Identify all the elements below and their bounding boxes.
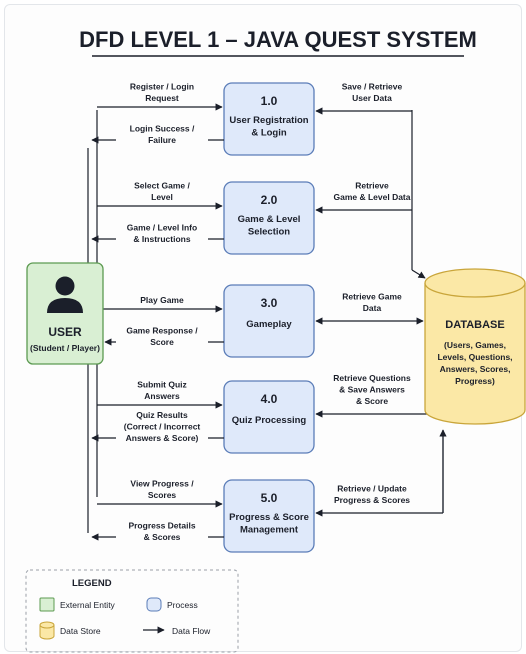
diagram-title: DFD LEVEL 1 – JAVA QUEST SYSTEM: [79, 27, 477, 52]
process-3-number: 3.0: [261, 296, 278, 310]
flow-label-db-process-3: Retrieve Game: [342, 292, 402, 302]
user-label: USER: [48, 325, 82, 339]
flow-label-user-to-process-5: Scores: [148, 490, 177, 500]
database-store: DATABASE (Users, Games, Levels, Question…: [424, 268, 526, 425]
database-line: Levels, Questions,: [437, 352, 512, 362]
flow-label-db-process-4: Retrieve Questions: [333, 373, 411, 383]
flow-label-user-to-process-4: Submit Quiz: [137, 380, 187, 390]
flow-label-backing: [116, 121, 208, 146]
flow-label-process-4-to-user: Quiz Results: [136, 410, 188, 420]
flow-label-db-process-2: Retrieve: [355, 181, 389, 191]
flow-label-user-to-process-1: Register / Login: [130, 82, 194, 92]
process-3-name: Gameplay: [246, 319, 292, 330]
flow-label-db-process-3: Data: [363, 303, 382, 313]
process-1-name: User Registration: [229, 115, 308, 126]
legend-data-store-label: Data Store: [60, 626, 101, 636]
flow-label-process-3-to-user: Game Response /: [126, 326, 198, 336]
flow-label-user-to-process-2: Select Game /: [134, 181, 190, 191]
database-line: Answers, Scores,: [440, 364, 511, 374]
process-5-box: [223, 479, 315, 553]
flow-label-db-process-4: & Save Answers: [339, 385, 405, 395]
process-2-box: [223, 181, 315, 255]
flow-label-process-5-to-user: Progress Details: [128, 521, 195, 531]
process-2-name: Game & Level: [238, 214, 301, 225]
flow-label-user-to-process-4: Answers: [144, 391, 180, 401]
flow-label-db-process-5: Progress & Scores: [334, 495, 410, 505]
process-1-box: [223, 82, 315, 156]
flow-label-db-process-1: User Data: [352, 93, 392, 103]
legend-data-store-swatch: [39, 621, 55, 640]
flow-label-db-process-2: Game & Level Data: [333, 192, 410, 202]
process-1-number: 1.0: [261, 94, 278, 108]
legend-process-label: Process: [167, 600, 198, 610]
legend-title: LEGEND: [72, 578, 112, 589]
process-5-name: Progress & Score: [229, 512, 309, 523]
flow-label-process-5-to-user: & Scores: [144, 532, 181, 542]
legend-data-flow-label: Data Flow: [172, 626, 211, 636]
user-sublabel: (Student / Player): [30, 343, 100, 353]
db-bus-upper-into-db: [411, 269, 426, 279]
flow-label-backing: [116, 407, 208, 444]
legend: LEGEND External Entity Process Data Stor…: [25, 569, 239, 653]
flow-label-db-process-1: Save / Retrieve: [342, 82, 403, 92]
flow-label-user-to-process-5: View Progress /: [130, 479, 194, 489]
flow-label-backing: [116, 323, 208, 348]
process-5-number: 5.0: [261, 491, 278, 505]
flow-label-user-to-process-1: Request: [145, 93, 179, 103]
process-2-name: Selection: [248, 227, 290, 238]
flow-label-process-2-to-user: Game / Level Info: [127, 223, 197, 233]
user-icon: [47, 276, 83, 313]
legend-external-entity-swatch: [39, 597, 55, 612]
flow-label-user-to-process-2: Level: [151, 192, 173, 202]
flow-label-process-3-to-user: Score: [150, 337, 174, 347]
flow-label-process-4-to-user: Answers & Score): [126, 433, 199, 443]
legend-box: [25, 569, 239, 653]
flow-label-backing: [116, 220, 208, 245]
process-1-name: & Login: [251, 128, 287, 139]
process-2-number: 2.0: [261, 193, 278, 207]
database-line: Progress): [455, 376, 495, 386]
flow-label-process-1-to-user: Login Success /: [130, 124, 195, 134]
user-entity: USER (Student / Player): [26, 262, 104, 365]
legend-external-entity-label: External Entity: [60, 600, 116, 610]
process-4-number: 4.0: [261, 392, 278, 406]
flow-label-process-4-to-user: (Correct / Incorrect: [124, 422, 201, 432]
process-4-name: Quiz Processing: [232, 415, 307, 426]
process-4-box: [223, 380, 315, 454]
flow-label-process-2-to-user: & Instructions: [133, 234, 190, 244]
flow-label-process-1-to-user: Failure: [148, 135, 176, 145]
flow-label-db-process-5: Retrieve / Update: [337, 484, 407, 494]
legend-process-swatch: [146, 597, 162, 612]
process-5-name: Management: [240, 525, 299, 536]
database-title: DATABASE: [445, 319, 504, 331]
flow-label-db-process-4: & Score: [356, 396, 388, 406]
process-3-box: [223, 284, 315, 358]
database-line: (Users, Games,: [444, 340, 506, 350]
flow-label-user-to-process-3: Play Game: [140, 295, 184, 305]
flow-label-backing: [116, 518, 208, 543]
